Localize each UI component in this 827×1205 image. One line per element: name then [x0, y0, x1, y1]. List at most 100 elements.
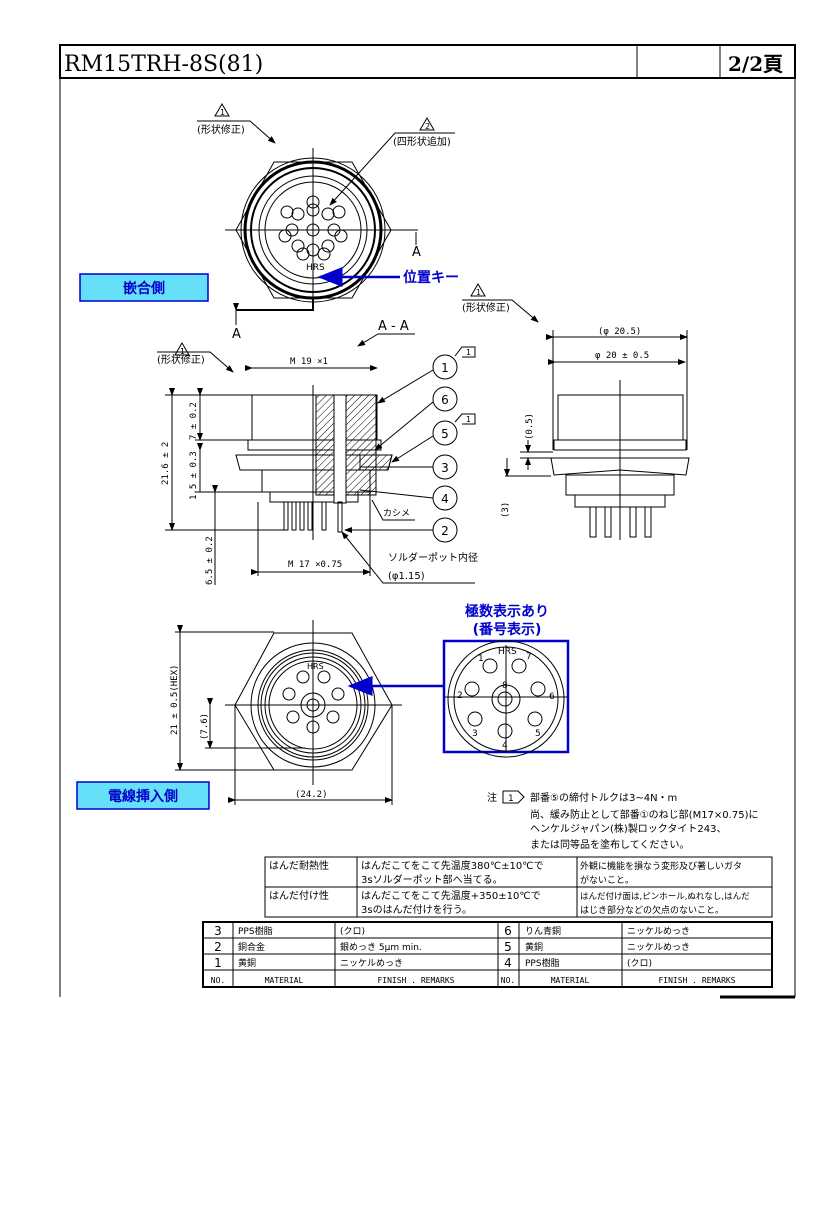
svg-text:1: 1 — [466, 415, 471, 424]
dim-diameter: φ 20 ± 0.5 — [595, 351, 649, 361]
svg-text:7: 7 — [526, 652, 532, 662]
dim-thread-bottom: M 17 ×0.75 — [288, 560, 342, 570]
title-block: RM15TRH-8S(81) 2/2頁 — [59, 44, 796, 999]
svg-text:5: 5 — [504, 940, 512, 954]
svg-text:はんだ耐熱性: はんだ耐熱性 — [269, 859, 329, 872]
svg-text:黄銅: 黄銅 — [238, 957, 256, 969]
crimp-label: カシメ — [383, 508, 410, 519]
svg-text:ニッケルめっき: ニッケルめっき — [627, 926, 690, 937]
svg-text:嵌合側: 嵌合側 — [123, 280, 165, 297]
section-mark-a: A — [412, 245, 421, 260]
svg-text:8: 8 — [502, 681, 508, 691]
svg-text:PPS樹脂: PPS樹脂 — [525, 957, 560, 969]
part-callouts: 1 6 5 3 4 2 1 1 — [344, 346, 476, 543]
detail-heading: (番号表示) — [473, 621, 542, 638]
mating-side-label: 嵌合側 — [79, 273, 209, 302]
svg-text:外観に機能を損なう変形及び著しいガタ: 外観に機能を損なう変形及び著しいガタ — [580, 860, 742, 872]
svg-text:4: 4 — [441, 492, 449, 506]
dim-1-5: 1.5 ± 0.3 — [189, 451, 199, 500]
svg-text:りん青銅: りん青銅 — [525, 925, 561, 937]
dim-3: (3) — [501, 502, 511, 518]
svg-text:FINISH . REMARKS: FINISH . REMARKS — [658, 976, 735, 985]
svg-text:3: 3 — [472, 729, 478, 739]
dim-6-5: 6.5 ± 0.2 — [205, 536, 215, 585]
svg-text:1: 1 — [476, 288, 481, 297]
svg-text:黄銅: 黄銅 — [525, 941, 543, 953]
svg-text:1: 1 — [466, 348, 471, 357]
svg-text:銅合金: 銅合金 — [238, 941, 265, 953]
svg-text:2: 2 — [457, 691, 463, 701]
wire-insertion-label: 電線挿入側 — [76, 781, 210, 810]
revision-note: (四形状追加) — [393, 135, 451, 148]
dim-0-5: (0.5) — [525, 413, 535, 440]
svg-text:NO.: NO. — [501, 976, 515, 985]
svg-text:ニッケルめっき: ニッケルめっき — [627, 942, 690, 953]
part-number: RM15TRH-8S(81) — [64, 52, 263, 77]
table-row: 3 PPS樹脂 (クロ) 6 りん青銅 ニッケルめっき — [214, 924, 690, 938]
svg-text:2: 2 — [441, 524, 449, 538]
svg-text:1: 1 — [478, 654, 484, 664]
svg-text:NO.: NO. — [211, 976, 225, 985]
svg-text:1: 1 — [214, 956, 222, 970]
svg-text:4: 4 — [502, 741, 508, 751]
page-number: 2/2頁 — [728, 52, 783, 76]
svg-text:3: 3 — [214, 924, 222, 938]
svg-text:3sソルダーポット部へ当てる。: 3sソルダーポット部へ当てる。 — [361, 873, 503, 886]
svg-text:5: 5 — [441, 427, 449, 441]
svg-text:はんだこてをこて先温度380℃±10℃で: はんだこてをこて先温度380℃±10℃で — [361, 859, 543, 872]
dim-hex: 21 ± 0.5(HEX) — [170, 665, 180, 735]
dim-7: 7 ± 0.2 — [189, 402, 199, 440]
svg-text:6: 6 — [504, 924, 512, 938]
dim-thread-top: M 19 ×1 — [290, 357, 328, 367]
svg-text:3sのはんだ付けを行う。: 3sのはんだ付けを行う。 — [361, 903, 472, 916]
revision-mark: 2 — [425, 122, 430, 131]
svg-text:FINISH . REMARKS: FINISH . REMARKS — [377, 976, 454, 985]
svg-text:ヘンケルジャパン(株)製ロックタイト243、: ヘンケルジャパン(株)製ロックタイト243、 — [530, 822, 727, 835]
table-row: 1 黄銅 ニッケルめっき 4 PPS樹脂 (クロ) — [214, 956, 652, 970]
wire-insertion-view: HRS 21 ± 0.5(HEX) (7.6) (24.2) — [170, 620, 443, 805]
svg-text:(クロ): (クロ) — [627, 958, 652, 969]
svg-text:5: 5 — [535, 729, 541, 739]
svg-text:(形状修正): (形状修正) — [157, 353, 205, 366]
solder-spec-table: はんだ耐熱性 はんだこてをこて先温度380℃±10℃で 3sソルダーポット部へ当… — [264, 856, 773, 918]
dim-outer: (φ 20.5) — [598, 327, 641, 337]
dim-7-6: (7.6) — [200, 713, 210, 740]
revision-note: (形状修正) — [197, 123, 245, 136]
svg-text:6: 6 — [441, 393, 449, 407]
dim-24-2: (24.2) — [295, 790, 328, 800]
section-mark-a: A — [232, 327, 241, 342]
svg-text:はんだ付け面は,ピンホール,ぬれなし,はんだ: はんだ付け面は,ピンホール,ぬれなし,はんだ — [580, 891, 750, 902]
svg-text:(形状修正): (形状修正) — [462, 301, 510, 314]
svg-text:MATERIAL: MATERIAL — [551, 976, 590, 985]
svg-text:HRS: HRS — [498, 647, 517, 657]
svg-text:はじき部分などの欠点のないこと。: はじき部分などの欠点のないこと。 — [580, 904, 724, 916]
svg-text:電線挿入側: 電線挿入側 — [108, 788, 178, 805]
svg-text:はんだこてをこて先温度+350±10℃で: はんだこてをこて先温度+350±10℃で — [361, 889, 541, 902]
svg-text:銀めっき 5μm min.: 銀めっき 5μm min. — [340, 941, 422, 953]
table-row: 2 銅合金 銀めっき 5μm min. 5 黄銅 ニッケルめっき — [214, 940, 690, 954]
side-view: (φ 20.5) φ 20 ± 0.5 (0.5) (3) — [501, 327, 690, 540]
section-title: A - A — [378, 319, 409, 334]
solder-pot-diameter: (φ1.15) — [388, 571, 425, 582]
svg-text:6: 6 — [549, 692, 555, 702]
contacts — [283, 501, 343, 533]
mating-side-view: HRS A A 1 (形状修正) 2 (四形状追加) 位置キー — [197, 103, 459, 342]
svg-text:はんだ付け性: はんだ付け性 — [269, 889, 329, 902]
svg-text:または同等品を塗布してください。: または同等品を塗布してください。 — [530, 838, 689, 851]
revision-mark: 1 — [220, 108, 225, 117]
svg-text:HRS: HRS — [307, 662, 324, 671]
svg-text:がないこと。: がないこと。 — [580, 874, 634, 886]
side-rev-note: 1 (形状修正) — [462, 283, 539, 323]
svg-text:ニッケルめっき: ニッケルめっき — [340, 958, 403, 969]
svg-text:(クロ): (クロ) — [340, 926, 365, 937]
section-view: A - A 1 (形状修正) M 19 ×1 21.6 ± 2 7 ± 0.2 — [157, 319, 478, 585]
brand-mark: HRS — [306, 263, 325, 273]
dim-height: 21.6 ± 2 — [161, 442, 171, 485]
svg-text:1: 1 — [441, 361, 449, 375]
detail-heading: 極数表示あり — [465, 603, 549, 620]
svg-text:4: 4 — [504, 956, 512, 970]
svg-text:部番⑤の締付トルクは3~4N・m: 部番⑤の締付トルクは3~4N・m — [530, 791, 677, 804]
svg-text:尚、緩み防止として部番①のねじ部(M17×0.75)に: 尚、緩み防止として部番①のねじ部(M17×0.75)に — [530, 808, 758, 821]
svg-text:1: 1 — [508, 794, 514, 804]
